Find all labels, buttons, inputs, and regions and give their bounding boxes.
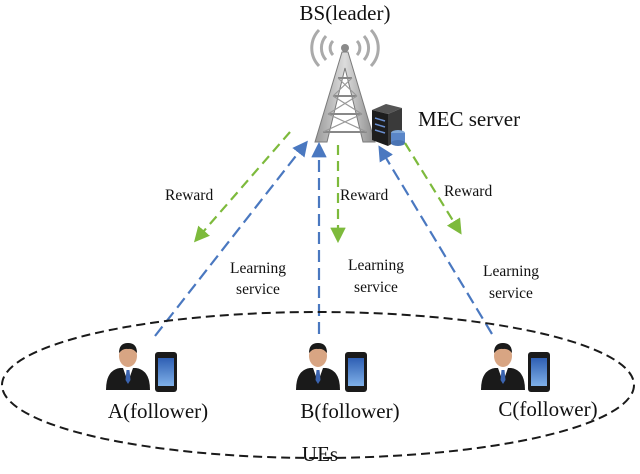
base-station-tower-icon bbox=[310, 28, 380, 143]
service-arrow-a bbox=[154, 140, 308, 337]
bs-label: BS(leader) bbox=[300, 1, 391, 25]
server-icon bbox=[372, 104, 405, 146]
user-c-label: C(follower) bbox=[498, 397, 597, 421]
reward-arrow-c bbox=[404, 142, 462, 235]
user-b-label: B(follower) bbox=[300, 399, 399, 423]
phone-icon-c bbox=[528, 352, 550, 392]
reward-arrow-a bbox=[193, 131, 291, 243]
service-label-c-line2: service bbox=[489, 285, 533, 302]
ue-group-ellipse bbox=[1, 311, 635, 459]
user-c-icon bbox=[481, 343, 525, 390]
service-label-b-line2: service bbox=[354, 279, 398, 296]
user-a-label: A(follower) bbox=[108, 399, 208, 423]
phone-icon-a bbox=[155, 352, 177, 392]
service-label-a-line1: Learning bbox=[230, 260, 286, 277]
user-a-icon bbox=[106, 343, 150, 390]
service-arrow-c bbox=[378, 145, 493, 335]
phone-icon-b bbox=[345, 352, 367, 392]
service-label-c-line1: Learning bbox=[483, 263, 539, 280]
mec-server-label: MEC server bbox=[418, 107, 520, 131]
service-label-a-line2: service bbox=[236, 281, 280, 298]
reward-label-c: Reward bbox=[444, 183, 492, 200]
service-label-b-line1: Learning bbox=[348, 257, 404, 274]
reward-label-a: Reward bbox=[165, 187, 213, 204]
reward-label-b: Reward bbox=[340, 187, 388, 204]
ues-label: UEs bbox=[302, 442, 338, 466]
user-b-icon bbox=[296, 343, 340, 390]
